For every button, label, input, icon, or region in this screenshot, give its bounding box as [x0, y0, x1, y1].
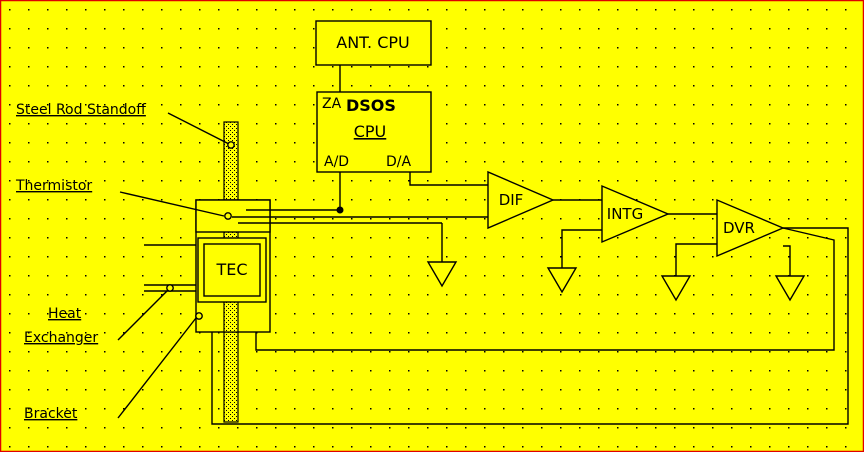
ground-symbol-icon [660, 275, 692, 302]
dsos-prefix-label: ZA [322, 96, 342, 112]
dif-label: DIF [499, 191, 524, 209]
thermistor-leader [119, 191, 225, 217]
tec-inner [203, 243, 261, 297]
ant-cpu-box [315, 20, 432, 66]
thermistor-label: Thermistor [15, 178, 92, 194]
ground-symbol-icon [774, 275, 806, 302]
steel-rod-standoff-label: Steel Rod Standoff [16, 102, 146, 118]
thermistor-strip [195, 199, 271, 233]
ant-cpu-label: ANT. CPU [336, 33, 410, 52]
intg-label: INTG [607, 205, 643, 223]
bracket-label: Bracket [24, 406, 78, 422]
intg-ground-wire [561, 229, 602, 268]
dsos-cpu-label: CPU [354, 122, 387, 141]
dvr-label: DVR [723, 219, 755, 237]
dsos-cpu-box [316, 91, 432, 173]
da-to-dif-wire [409, 172, 488, 186]
dvr-amplifier [716, 198, 785, 258]
dvr-ground-wire [675, 243, 717, 276]
thermistor-marker [224, 212, 232, 220]
heat-exchanger-label-line1: Heat [48, 306, 82, 322]
heat-exchanger-label-line2: Exchanger [24, 330, 98, 346]
steel-rod-leader [167, 112, 230, 145]
tec-label: TEC [215, 260, 247, 279]
intg-amplifier [601, 184, 670, 244]
heat-exchanger-marker [166, 284, 174, 292]
ground-symbol-icon [426, 261, 458, 288]
dvr-to-tec-feedback-wire [255, 227, 835, 351]
bracket-marker [195, 312, 203, 320]
dvr-output-ground-wire [783, 245, 791, 276]
dif-amplifier [487, 170, 555, 230]
steel-rod-marker [227, 141, 235, 149]
ad-label: A/D [324, 154, 349, 170]
da-label: D/A [386, 154, 411, 170]
bracket-leader [117, 317, 197, 419]
ground-symbol-icon [546, 267, 578, 294]
outer-return-wire [211, 227, 849, 425]
dsos-label: DSOS [346, 96, 396, 115]
heat-exchanger-leader [117, 289, 169, 341]
